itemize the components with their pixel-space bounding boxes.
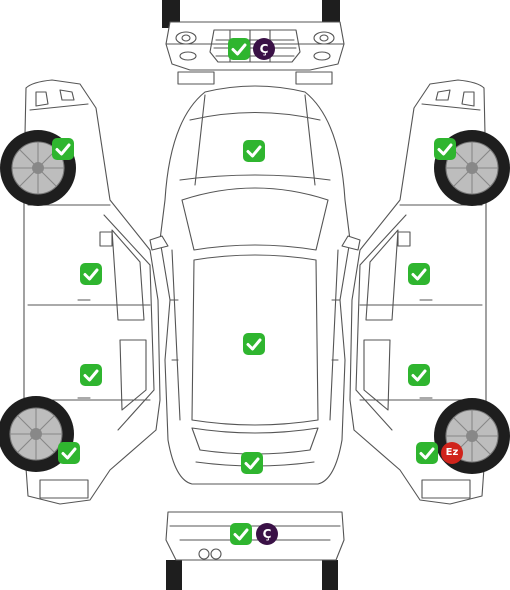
right-rear-fender-damage-badge[interactable]: Ez [441, 442, 463, 464]
left-front-door-check-icon[interactable] [80, 263, 102, 285]
right-front-fender-check-icon[interactable] [434, 138, 456, 160]
left-front-fender-check-icon[interactable] [52, 138, 74, 160]
left-rear-fender-check-icon[interactable] [58, 442, 80, 464]
roof-check-icon[interactable] [243, 333, 265, 355]
right-rear-door-check-icon[interactable] [408, 364, 430, 386]
front-bumper-paint-change-badge[interactable]: Ç [253, 38, 275, 60]
rear-view [165, 511, 345, 590]
hood-check-icon[interactable] [243, 140, 265, 162]
top-view [149, 85, 361, 485]
right-side-view [349, 79, 510, 505]
left-side-view [0, 79, 161, 505]
rear-bumper-paint-change-badge[interactable]: Ç [256, 523, 278, 545]
left-rear-door-check-icon[interactable] [80, 364, 102, 386]
front-bumper-check-icon[interactable] [228, 38, 250, 60]
right-rear-fender-check-icon[interactable] [416, 442, 438, 464]
front-view [162, 0, 345, 85]
rear-bumper-check-icon[interactable] [230, 523, 252, 545]
trunk-check-icon[interactable] [241, 452, 263, 474]
right-front-door-check-icon[interactable] [408, 263, 430, 285]
